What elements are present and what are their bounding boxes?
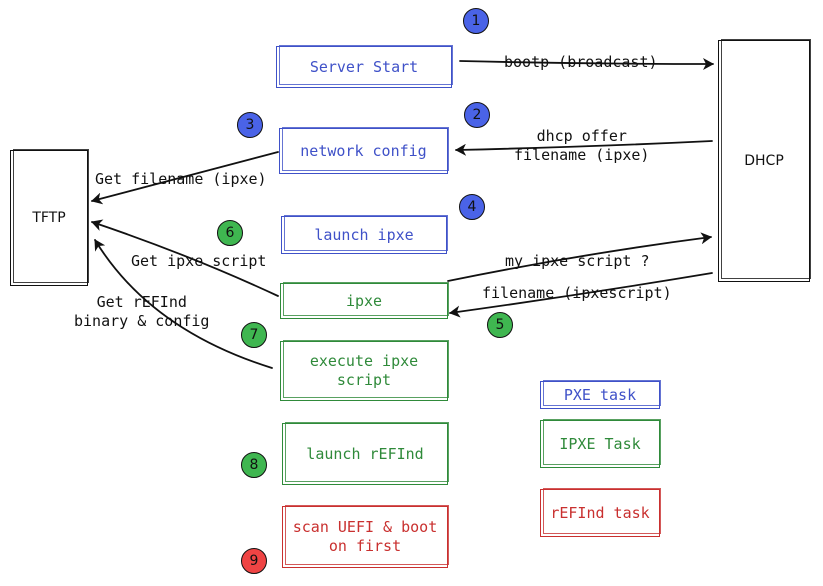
node-launch-ipxe: launch ipxe (281, 215, 448, 254)
arrow-my-ipxe-script (447, 232, 712, 282)
step-badge-7: 7 (241, 322, 267, 348)
edge-label-my-ipxe-script: my ipxe script ? (505, 252, 650, 270)
step-badge-5: 5 (487, 312, 513, 338)
step-badge-8: 8 (241, 452, 267, 478)
edge-label-get-filename: Get filename (ipxe) (95, 170, 267, 188)
step-badge-4: 4 (459, 194, 485, 220)
node-execute-ipxe-script: execute ipxe script (280, 340, 449, 401)
node-tftp: TFTP (10, 149, 89, 286)
edge-label-bootp: bootp (broadcast) (504, 53, 658, 71)
legend-ipxe-task: IPXE Task (540, 419, 661, 468)
legend-refind-task: rEFInd task (540, 488, 661, 537)
node-server-start: Server Start (276, 45, 453, 88)
arrow-get-filename (91, 151, 279, 205)
arrow-get-ipxe-script (91, 219, 279, 297)
step-badge-9: 9 (241, 548, 267, 574)
arrow-bootp (459, 57, 714, 70)
edge-label-get-ipxe-script: Get ipxe script (131, 252, 267, 270)
node-network-config: network config (279, 127, 449, 174)
step-badge-3: 3 (237, 112, 263, 138)
edge-label-get-refind: Get rEFInd binary & config (74, 293, 210, 330)
node-launch-refind: launch rEFInd (282, 422, 449, 485)
node-dhcp: DHCP (718, 39, 811, 282)
edge-label-dhcp-offer: dhcp offer filename (ipxe) (514, 127, 650, 164)
legend-pxe-task: PXE task (540, 380, 661, 409)
step-badge-6: 6 (217, 220, 243, 246)
arrow-dhcp-offer (455, 140, 713, 156)
step-badge-2: 2 (464, 102, 490, 128)
node-scan-uefi: scan UEFI & boot on first (282, 505, 449, 568)
arrow-filename-ipxescript (449, 272, 713, 318)
node-ipxe: ipxe (280, 282, 449, 319)
arrow-get-refind (94, 239, 273, 369)
step-badge-1: 1 (463, 8, 489, 34)
edge-label-filename-ipxescript: filename (ipxescript) (482, 284, 672, 302)
